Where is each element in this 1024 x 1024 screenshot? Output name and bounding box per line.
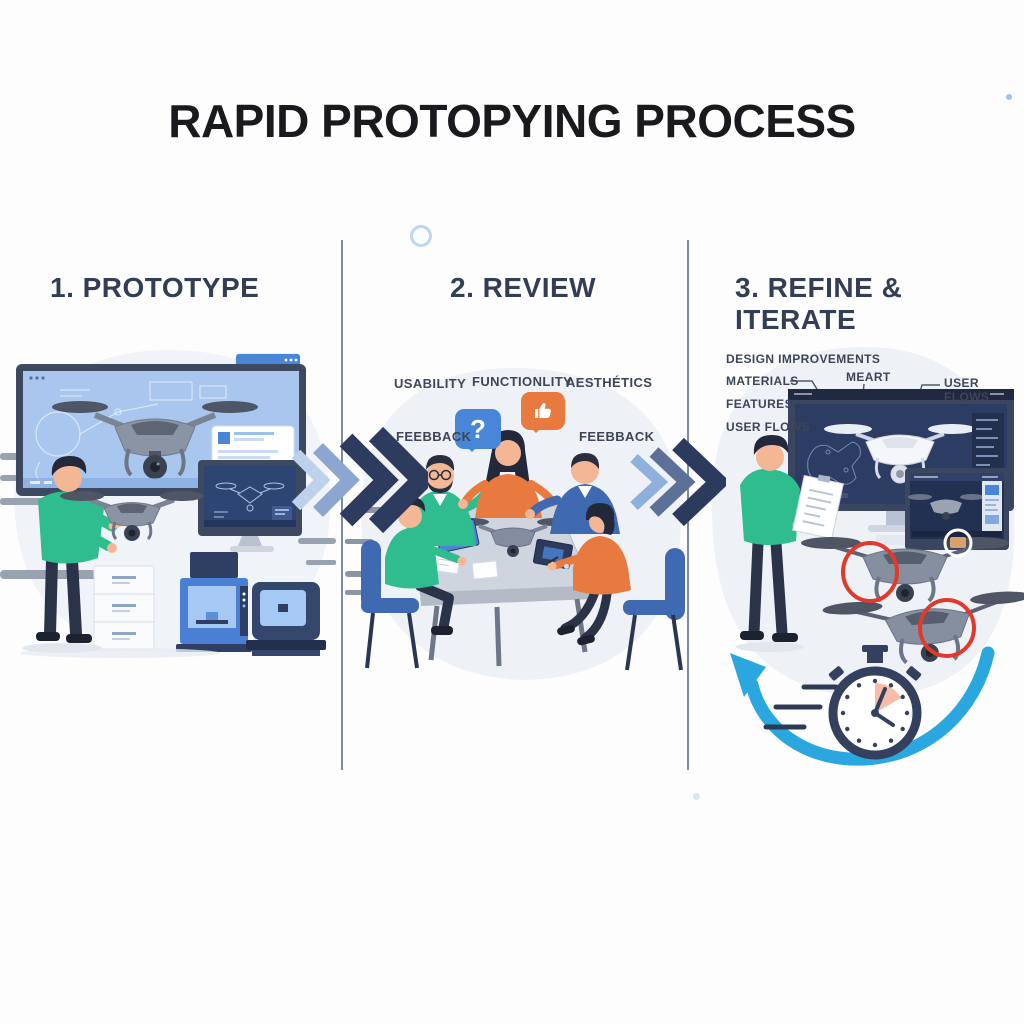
divider-left — [341, 240, 343, 770]
wireframe-monitor — [198, 460, 302, 552]
reviewer-left-person — [385, 497, 467, 635]
question-bubble-icon: ? — [455, 409, 501, 452]
highlight-circle — [943, 528, 973, 558]
chair-left — [361, 540, 419, 669]
step-header-refine: 3. REFINE & ITERATE — [735, 272, 903, 335]
label-user-flows-right: USER FLOWS — [944, 376, 990, 404]
label-feedback-left: FEEBBACK — [396, 429, 472, 444]
decor-dot — [1006, 94, 1012, 100]
decor-dot — [564, 564, 569, 569]
thumbs-up-icon — [535, 403, 551, 418]
chevron-arrows-right-icon — [630, 437, 726, 527]
checklist-clipboard — [792, 474, 844, 540]
thumbs-up-bubble-icon — [521, 392, 565, 433]
issue-circle-2 — [918, 598, 976, 658]
label-feedback-right: FEEBBACK — [579, 429, 655, 444]
label-aesthetics: AESTHÉTICS — [566, 375, 653, 390]
drawer-cabinet — [93, 565, 155, 651]
decor-circle — [410, 225, 432, 247]
label-design-improvements: DESIGN IMPROVEMENTS — [726, 352, 881, 366]
physical-drone — [60, 491, 204, 541]
drone-thumbnail — [908, 494, 984, 520]
chair-right — [623, 548, 685, 671]
label-materials: MATERIALS — [726, 374, 799, 388]
scanner-machine — [246, 582, 326, 656]
step-header-review: 2. REVIEW — [450, 272, 597, 303]
label-features: FEATURES — [726, 397, 793, 411]
label-usability: USABILITY — [394, 376, 467, 391]
prototype-drone-b — [822, 591, 1024, 665]
label-meart: MEART — [846, 370, 891, 384]
step-header-prototype: 1. PROTOTYPE — [50, 272, 260, 303]
drone-render — [52, 401, 258, 479]
stopwatch-icon — [763, 645, 922, 760]
refine-scene — [711, 346, 1024, 766]
chevron-arrows-left-icon — [291, 426, 428, 534]
reviewer-right-woman — [547, 503, 631, 646]
prototype-scene — [0, 350, 336, 658]
loop-arrow-icon — [730, 646, 995, 766]
secondary-monitor — [905, 468, 1009, 550]
white-drone-render — [824, 424, 976, 484]
review-scene — [345, 367, 685, 680]
label-functionality: FUNCTIONLITY — [472, 374, 573, 389]
inspector-person — [736, 435, 844, 652]
label-user-flows-left: USER FLOWS — [726, 420, 810, 434]
question-mark: ? — [470, 413, 486, 444]
issue-circle-1 — [841, 541, 899, 603]
blueprint-sketch — [35, 381, 256, 485]
page-title: RAPID PROTOPYING PROCESS — [168, 95, 856, 147]
reviewer-center-woman — [458, 430, 558, 518]
decor-dot — [693, 793, 700, 800]
engineer-person — [22, 456, 132, 653]
